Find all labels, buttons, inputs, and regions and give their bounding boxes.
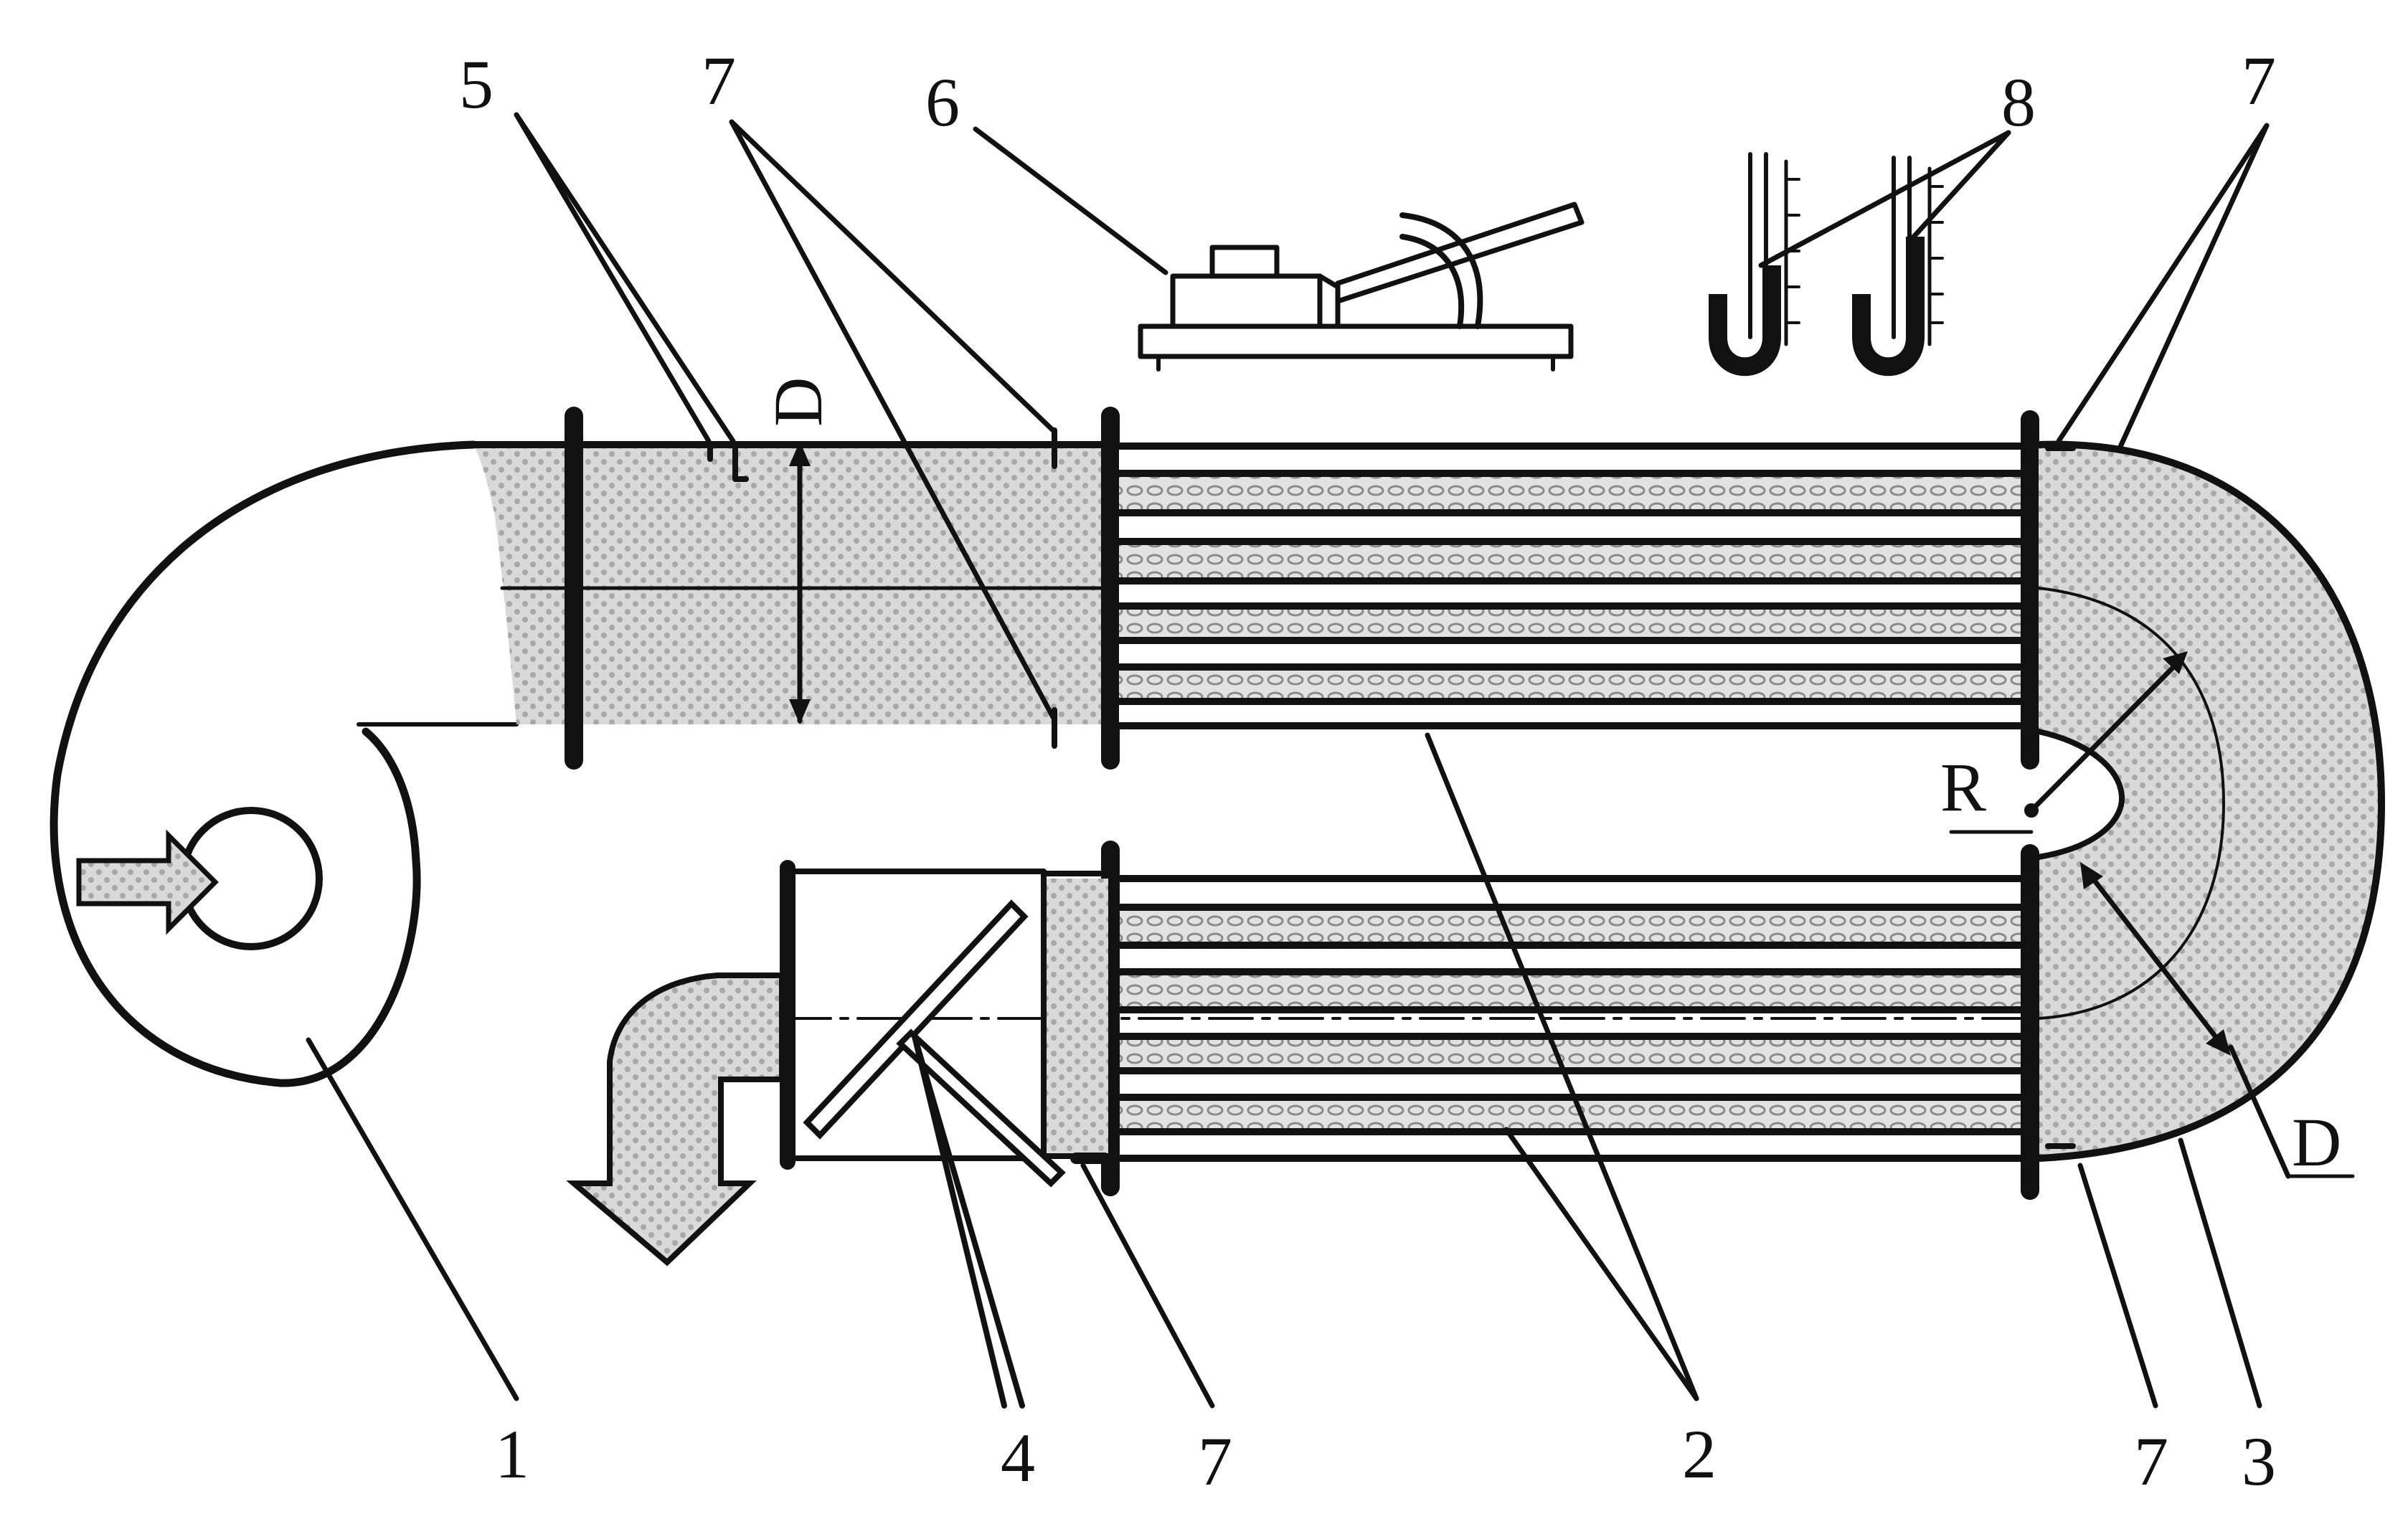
tube-bundle-lower	[716, 841, 2039, 1200]
micromanometer	[1138, 202, 1585, 372]
label-3: 3	[2242, 1423, 2276, 1500]
label-7-top-right: 7	[2242, 42, 2276, 119]
label-7-bottom-middle: 7	[1198, 1423, 1232, 1500]
inlet-arrow	[76, 829, 219, 935]
outlet-elbow	[566, 973, 785, 1267]
tube-bundle-upper	[1115, 410, 2039, 770]
label-5: 5	[459, 46, 494, 123]
damper-blade-2	[896, 1028, 1066, 1188]
label-7-bottom-right: 7	[2134, 1423, 2168, 1500]
label-d-left: D	[760, 377, 836, 427]
label-2: 2	[1682, 1416, 1717, 1492]
label-7-top-left: 7	[702, 42, 736, 119]
label-r: R	[1940, 749, 1986, 825]
leader-lines	[306, 112, 2270, 1409]
pressure-tap-5b	[732, 442, 749, 482]
u-bend	[1949, 440, 2385, 1179]
fan-casing	[49, 440, 519, 1087]
damper-blade-1	[803, 899, 1029, 1140]
upper-duct-left	[470, 407, 1120, 770]
label-6: 6	[925, 64, 960, 141]
u-tube-manometer-1	[1709, 152, 1800, 377]
label-4: 4	[1001, 1419, 1035, 1496]
label-d-right: D	[2292, 1104, 2341, 1181]
damper-box	[780, 860, 1111, 1188]
u-tube-manometer-2	[1852, 156, 1944, 377]
label-1: 1	[495, 1416, 529, 1492]
label-8: 8	[2001, 64, 2036, 141]
